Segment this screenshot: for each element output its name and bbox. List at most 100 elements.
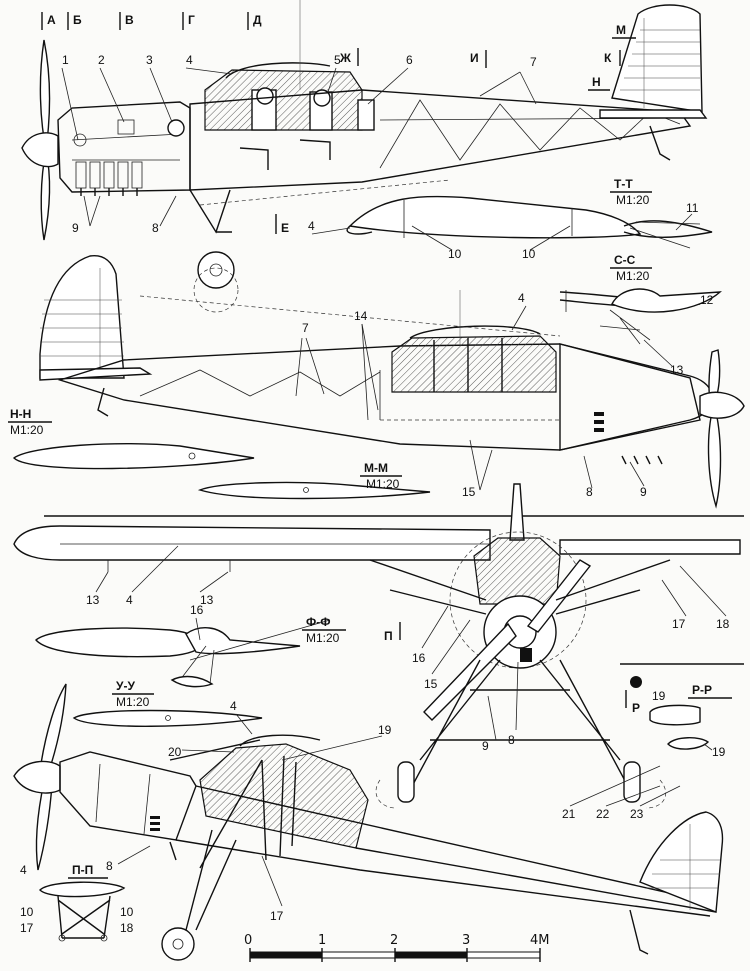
callout-17-bottom: 17 xyxy=(270,909,284,923)
callout-10-pp-b: 10 xyxy=(120,905,134,919)
scale-tick-4m: 4М xyxy=(530,933,550,948)
section-cc-name: С-С xyxy=(614,253,636,267)
horizontal-tail xyxy=(599,109,708,119)
engine-cylinders xyxy=(75,161,143,196)
canopy-front xyxy=(473,537,561,605)
callout-21: 21 xyxy=(562,807,576,821)
callout-4-bottom: 4 xyxy=(230,699,237,713)
station-p: П xyxy=(384,629,393,643)
strut-attach-section-pp xyxy=(39,881,126,942)
fin-section-mm xyxy=(197,481,431,500)
aileron-section-cc xyxy=(559,288,722,345)
callout-12: 12 xyxy=(700,293,714,307)
callout-3-top: 3 xyxy=(146,53,153,67)
strut-section-uu xyxy=(72,709,263,727)
section-mm-scale: М1:20 xyxy=(366,477,400,491)
section-ff-name: Ф-Ф xyxy=(306,615,330,629)
scale-tick-1: 1 xyxy=(318,933,326,948)
station-markers-top xyxy=(41,12,621,234)
canopy-side2 xyxy=(391,335,557,393)
section-nn-scale: М1:20 xyxy=(10,423,44,437)
callout-10-pp-a: 10 xyxy=(20,905,34,919)
tail-skid xyxy=(649,125,671,161)
scale-tick-0: 0 xyxy=(244,933,252,948)
callout-6-top: 6 xyxy=(406,53,413,67)
callout-17-pp: 17 xyxy=(20,921,34,935)
station-zh: Ж xyxy=(339,51,351,65)
fuselage-side2 xyxy=(57,343,701,451)
station-d: Д xyxy=(253,13,262,27)
section-rr xyxy=(649,704,710,750)
main-wheel-bottom xyxy=(161,927,195,961)
callout-16-ff: 16 xyxy=(190,603,204,617)
callout-19-front: 19 xyxy=(652,689,666,703)
callout-13-wing-b: 13 xyxy=(200,593,214,607)
scale-tick-2: 2 xyxy=(390,933,398,948)
callout-23: 23 xyxy=(630,807,644,821)
callout-19-rr: 19 xyxy=(712,745,726,759)
section-tt-scale: М1:20 xyxy=(616,193,650,207)
station-r: Р xyxy=(632,701,640,715)
callout-19-bottom: 19 xyxy=(378,723,392,737)
station-i: И xyxy=(470,51,479,65)
callout-16-front: 16 xyxy=(412,651,426,665)
flap-section-ff xyxy=(35,619,331,688)
propeller-lower-blade xyxy=(40,149,51,241)
callout-7-top: 7 xyxy=(530,55,537,69)
pilot-head xyxy=(256,87,274,105)
vertical-fin xyxy=(611,4,703,113)
callout-9-top: 9 xyxy=(72,221,79,235)
cowling-bottom xyxy=(59,751,197,841)
callout-10-a: 10 xyxy=(448,247,462,261)
callout-4-pp: 4 xyxy=(20,863,27,877)
callout-15-side2: 15 xyxy=(462,485,476,499)
section-cc-scale: М1:20 xyxy=(616,269,650,283)
engine-cowling xyxy=(57,101,191,193)
callout-11: 11 xyxy=(686,201,699,215)
callout-15-front: 15 xyxy=(424,677,438,691)
section-tt-name: Т-Т xyxy=(614,177,633,191)
exhaust-louvers xyxy=(594,412,604,432)
callout-5-top: 5 xyxy=(334,53,341,67)
main-gear-struts xyxy=(189,189,232,234)
section-rr-name: Р-Р xyxy=(692,683,712,697)
station-b: Б xyxy=(73,13,82,27)
station-e: Е xyxy=(281,221,289,235)
spinner xyxy=(21,132,59,168)
callout-7-side2: 7 xyxy=(302,321,309,335)
callout-4-top: 4 xyxy=(186,53,193,67)
callout-4-tt: 4 xyxy=(308,219,315,233)
wing-tip-section-tt xyxy=(346,195,713,249)
callout-10-b: 10 xyxy=(522,247,536,261)
callout-20: 20 xyxy=(168,745,182,759)
canopy-bottom xyxy=(199,743,369,849)
wing-planform xyxy=(13,515,744,572)
section-uu-scale: М1:20 xyxy=(116,695,150,709)
callout-8-side2: 8 xyxy=(586,485,593,499)
cabin-glazing xyxy=(204,69,363,131)
radio-unit xyxy=(357,99,375,131)
section-mm-name: М-М xyxy=(364,461,388,475)
wing-root-fairing xyxy=(225,62,331,79)
callout-1-top: 1 xyxy=(62,53,69,67)
station-v: В xyxy=(125,13,134,27)
callout-9-front: 9 xyxy=(482,739,489,753)
callout-2-top: 2 xyxy=(98,53,105,67)
callout-17-front: 17 xyxy=(672,617,686,631)
callout-13-wing-a: 13 xyxy=(86,593,100,607)
callout-9-side2: 9 xyxy=(640,485,647,499)
scale-bar xyxy=(249,948,541,962)
section-pp-name: П-П xyxy=(72,863,93,877)
side-view-cutaway xyxy=(21,0,708,313)
vertical-fin-side2 xyxy=(39,255,125,379)
vertical-fin-bottom xyxy=(639,811,724,913)
stabilizer-section-nn xyxy=(12,442,255,470)
station-g: Г xyxy=(188,13,195,27)
station-m: М xyxy=(616,23,626,37)
callout-14: 14 xyxy=(354,309,368,323)
section-uu-name: У-У xyxy=(116,679,135,693)
callout-8-front: 8 xyxy=(508,733,515,747)
callout-8-bottom: 8 xyxy=(106,859,113,873)
